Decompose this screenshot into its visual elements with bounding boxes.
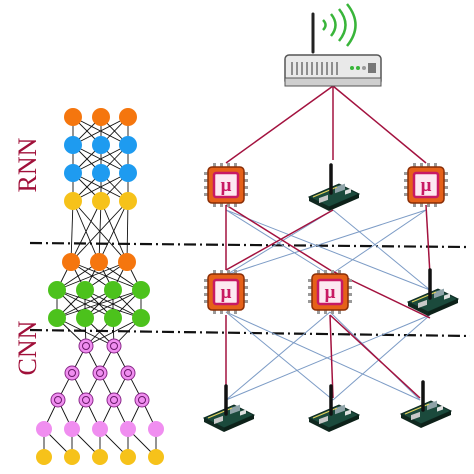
cnn-convolution-layers bbox=[50, 338, 150, 408]
chip-glyph: μ bbox=[221, 282, 232, 303]
cnn-pink-row bbox=[36, 421, 164, 437]
wifi-router-icon bbox=[284, 3, 382, 87]
device-links-secondary bbox=[225, 209, 431, 401]
dev-board-icon bbox=[307, 163, 361, 213]
cnn-input-layer bbox=[36, 449, 164, 465]
dev-board-icon bbox=[202, 384, 256, 434]
rnn-layer-output bbox=[64, 192, 137, 210]
cnn-conv-inner-marks bbox=[54, 342, 146, 404]
rnn-hidden-layers bbox=[64, 136, 137, 182]
cnn-label: CNN bbox=[13, 320, 42, 376]
cnn-dense-layers bbox=[48, 281, 150, 327]
dev-board-icon bbox=[406, 268, 460, 318]
rnn-label: RNN bbox=[13, 137, 42, 193]
rnn-layer-input bbox=[64, 108, 137, 126]
partition-line-lower bbox=[29, 328, 471, 338]
chip-glyph: μ bbox=[221, 175, 232, 196]
chip-glyphs: μ μ μ μ bbox=[221, 175, 432, 303]
device-links-primary bbox=[225, 85, 431, 399]
chip-glyph: μ bbox=[421, 175, 432, 196]
dev-board-icon bbox=[307, 384, 361, 434]
cnn-layer-top bbox=[62, 253, 136, 271]
chip-glyph: μ bbox=[325, 282, 336, 303]
partition-line-upper bbox=[29, 241, 467, 249]
